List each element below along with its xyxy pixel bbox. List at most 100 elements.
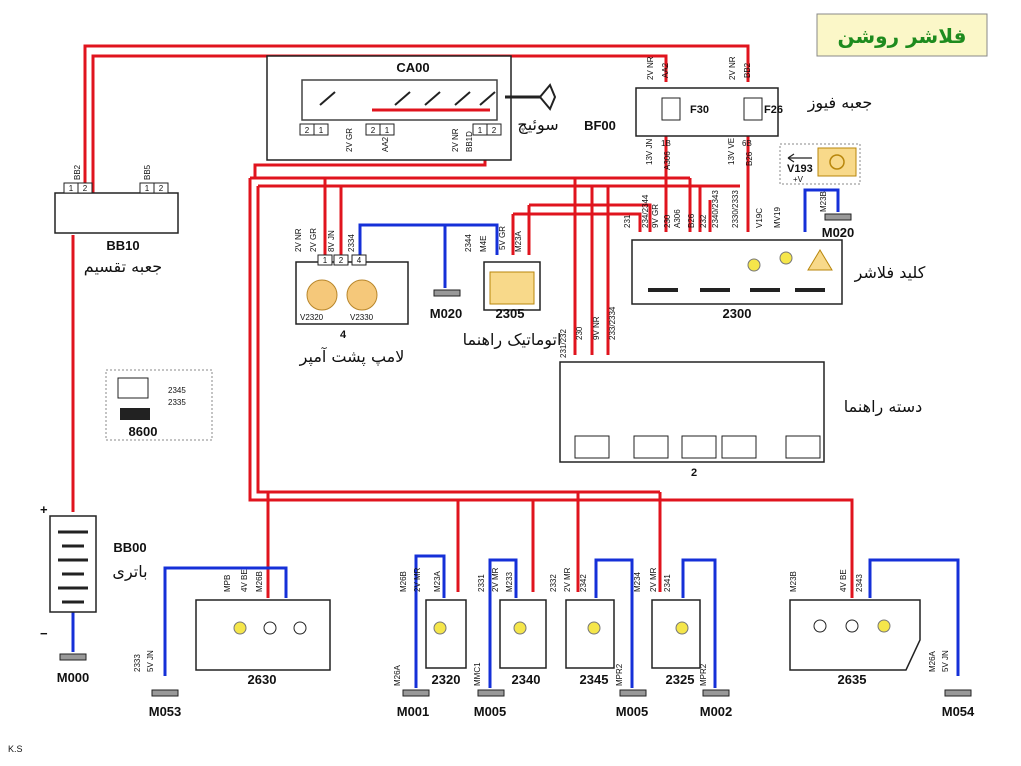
lamp-2635: 2635 — [789, 599, 921, 687]
ground-m020-b: M020 — [822, 225, 855, 240]
wire-m23b — [803, 188, 840, 232]
wire-top-bus — [83, 44, 750, 212]
ca00-code: CA00 — [396, 60, 429, 75]
wire-label: 2331 — [477, 574, 486, 592]
fuse-box-name: جعبه فیوز — [807, 93, 873, 113]
module-2305-icon — [489, 271, 535, 305]
bb10-pins: 1 2 1 2 — [63, 182, 169, 194]
wire-label: 8V JN — [327, 230, 336, 252]
v193-lamp-glyph — [829, 154, 845, 170]
wire-left-bus-2 — [256, 186, 270, 598]
wire-label: 2341 — [663, 574, 672, 592]
ground-symbols — [59, 213, 972, 697]
wire-label: 2332 — [549, 574, 558, 592]
wire-230 — [529, 203, 652, 232]
wl-ca00-3: 2V NR — [451, 128, 460, 152]
lamp-2345-code: 2345 — [580, 672, 609, 687]
wire-label: 2340/2343 — [711, 190, 720, 228]
stalk-code: 2 — [691, 467, 697, 479]
wire-label: 9V NR — [592, 316, 601, 340]
wire-231-232 — [513, 212, 642, 232]
lamp-2320: 2320 — [425, 599, 467, 687]
wire-mmc1 — [414, 554, 446, 688]
switch-2300-lamp-icon — [747, 258, 761, 272]
wire-label: 2333 — [133, 654, 142, 672]
wire-m26a — [868, 558, 960, 676]
wire-label: 231/232 — [559, 329, 568, 358]
ca00-switch-contacts — [319, 91, 496, 106]
ca00-pins: 2 1 2 1 1 2 — [299, 123, 502, 136]
lamp4-code: 4 — [340, 329, 347, 341]
ground-m002: M002 — [700, 704, 733, 719]
hazard-triangle-icon — [807, 249, 833, 271]
wire-label: 2V MR — [563, 567, 572, 592]
wire-label: B26 — [687, 213, 696, 228]
battery-cells — [58, 530, 88, 604]
svg-text:2: 2 — [159, 184, 164, 193]
fuse-x1: A306 — [663, 151, 672, 170]
wire-label: M233 — [505, 571, 514, 592]
v193-lamp-icon — [817, 147, 857, 177]
module-2305-name: اتوماتیک راهنما — [463, 330, 562, 350]
lamp-v2330: V2330 — [350, 313, 374, 322]
fuse-c1: AA2 — [661, 62, 670, 78]
switch-2300-contacts — [648, 288, 825, 292]
wire-label: 231 — [623, 214, 632, 228]
ground-m053: M053 — [149, 704, 182, 719]
wire-label: M234 — [633, 571, 642, 592]
lamp4-pins: 1 2 4 — [317, 254, 367, 266]
module-8600-w1: 2345 — [168, 386, 186, 395]
lamp-2340-code: 2340 — [512, 672, 541, 687]
wire-label: M26B — [399, 571, 408, 592]
wire-label: 2V NR — [294, 228, 303, 252]
wire-label: 4V BE — [839, 569, 848, 592]
bb10-name: جعبه تقسیم — [84, 257, 162, 276]
v193-sub: +V — [793, 175, 804, 184]
battery-plus: + — [40, 502, 48, 517]
signature: K.S — [8, 744, 23, 754]
svg-text:1: 1 — [145, 184, 150, 193]
wire-label: 232 — [699, 214, 708, 228]
wire-label: A306 — [673, 209, 682, 228]
wire-label: 2342 — [579, 574, 588, 592]
switch-2300-lamp2-icon — [779, 251, 793, 265]
wire-mpr2-b — [594, 558, 634, 688]
wire-label: MPR2 — [699, 663, 708, 686]
svg-text:2: 2 — [492, 126, 497, 135]
fuse-f26: F26 — [764, 104, 783, 116]
lamp-2340: 2340 — [499, 599, 547, 687]
lamp-2320-code: 2320 — [432, 672, 461, 687]
wire-label: M26A — [393, 664, 402, 686]
ground-m005: M005 — [474, 704, 507, 719]
wire-label: 2330/2333 — [731, 190, 740, 228]
lamp4-name: لامپ پشت آمپر — [299, 347, 405, 367]
wire-label: M4E — [479, 236, 488, 252]
wl-ca00-4: BB1D — [465, 131, 474, 152]
module-8600-icon — [117, 377, 149, 399]
bf00-code: BF00 — [584, 118, 616, 133]
bb10-box — [54, 192, 179, 234]
v193-code: V193 — [787, 163, 813, 175]
ground-m054: M054 — [942, 704, 975, 719]
wire-left-bus — [248, 178, 854, 598]
wire-label: 9V GR — [651, 204, 660, 228]
wire-label: 230 — [663, 214, 672, 228]
wire-label: MV19 — [773, 207, 782, 228]
stalk-name: دسته راهنما — [844, 397, 923, 417]
wire-label: 2V GR — [309, 228, 318, 252]
svg-text:2: 2 — [371, 126, 376, 135]
wire-label: 5V JN — [146, 650, 155, 672]
ca00-box — [266, 55, 512, 161]
svg-text:1: 1 — [69, 184, 74, 193]
fuse-f30-body — [661, 97, 681, 121]
svg-text:2: 2 — [339, 256, 344, 265]
wire-label: M23A — [514, 230, 523, 252]
v193-frame — [779, 143, 861, 185]
ground-m020: M020 — [430, 306, 463, 321]
battery-box — [49, 515, 97, 613]
wire-label: 2V MR — [649, 567, 658, 592]
wire-label: 2V MR — [491, 567, 500, 592]
switch-2300-code: 2300 — [723, 306, 752, 321]
lamp-2325-code: 2325 — [666, 672, 695, 687]
